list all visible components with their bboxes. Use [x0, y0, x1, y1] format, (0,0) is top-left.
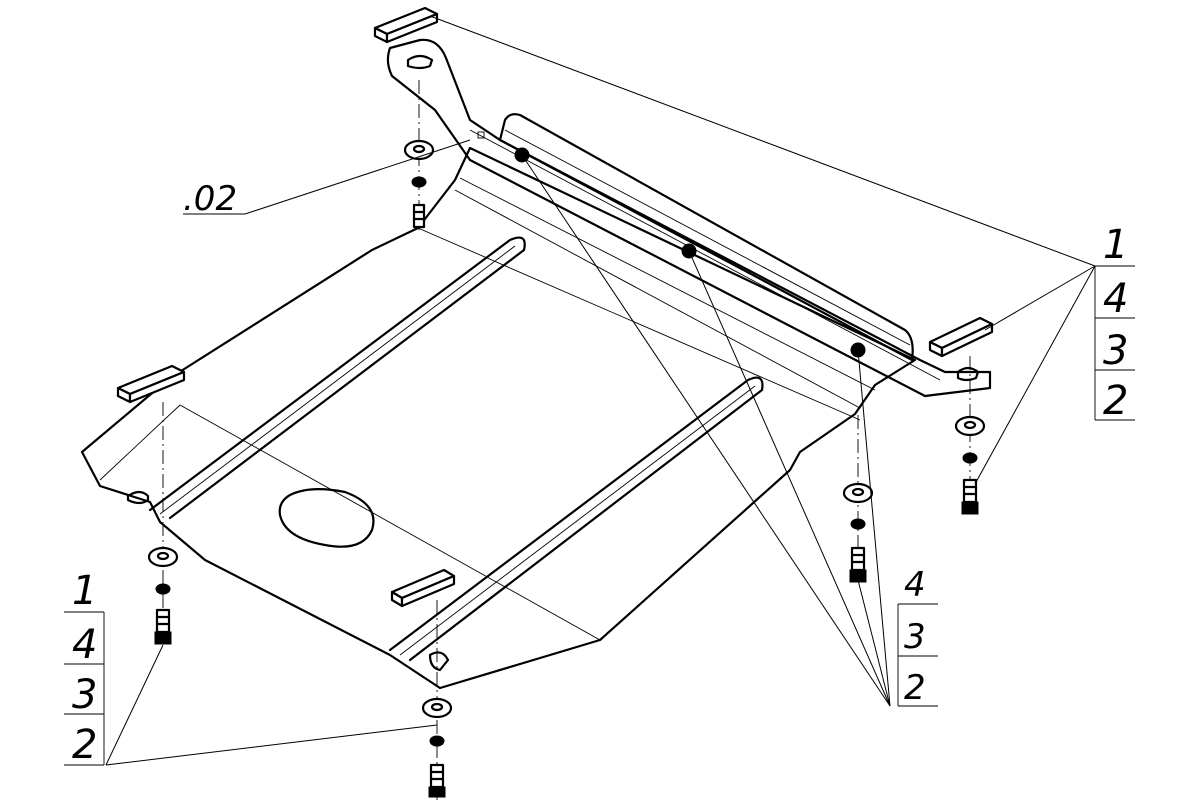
fastener-top-left	[403, 80, 435, 230]
callout-middle-2: 2	[904, 668, 926, 708]
spacer-plates	[116, 6, 994, 608]
callout-right-1: 1	[1103, 222, 1128, 268]
callout-left: 1 4 3 2	[64, 568, 105, 768]
leader-lines	[105, 15, 1096, 766]
callout-middle-3: 3	[904, 617, 926, 657]
fastener-bottom	[421, 600, 453, 800]
callout-right-2: 2	[1103, 378, 1128, 424]
fastener-middle-right	[842, 415, 874, 583]
callout-right-4: 4	[1103, 276, 1128, 322]
callout-middle-4: 4	[904, 565, 926, 605]
part-label: .02	[183, 179, 237, 219]
callout-middle: 4 3 2	[897, 565, 938, 708]
fastener-left	[147, 402, 179, 645]
skid-plate	[80, 146, 917, 690]
callout-left-4: 4	[72, 622, 97, 668]
callout-left-2: 2	[72, 722, 97, 768]
callout-right: 1 4 3 2	[1094, 222, 1135, 424]
fastener-right	[954, 356, 986, 515]
front-bracket	[386, 38, 992, 398]
callout-right-3: 3	[1103, 328, 1128, 374]
callout-left-1: 1	[72, 568, 97, 614]
callout-left-3: 3	[72, 672, 97, 718]
